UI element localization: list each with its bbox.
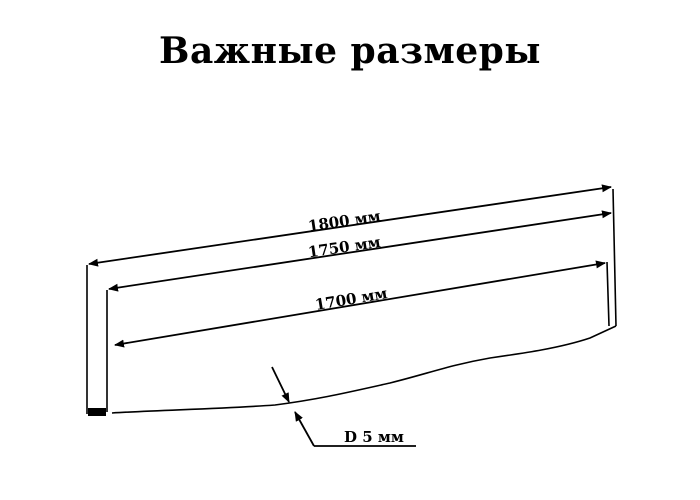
- cable-outline: [111, 325, 617, 414]
- strip-right-edge: [612, 188, 617, 327]
- dimension-arrow-1700: [114, 260, 606, 348]
- page-title: Важные размеры: [159, 30, 541, 72]
- label-1800: 1800 мм: [307, 207, 382, 235]
- diameter-arrow-top: [271, 366, 290, 403]
- label-diameter: D 5 мм: [344, 428, 404, 446]
- label-1750: 1750 мм: [307, 233, 382, 261]
- strip-right-inner-edge: [606, 261, 610, 327]
- label-1700: 1700 мм: [314, 284, 389, 314]
- diameter-arrow-bottom: [294, 411, 315, 447]
- connector-plug: [88, 408, 106, 416]
